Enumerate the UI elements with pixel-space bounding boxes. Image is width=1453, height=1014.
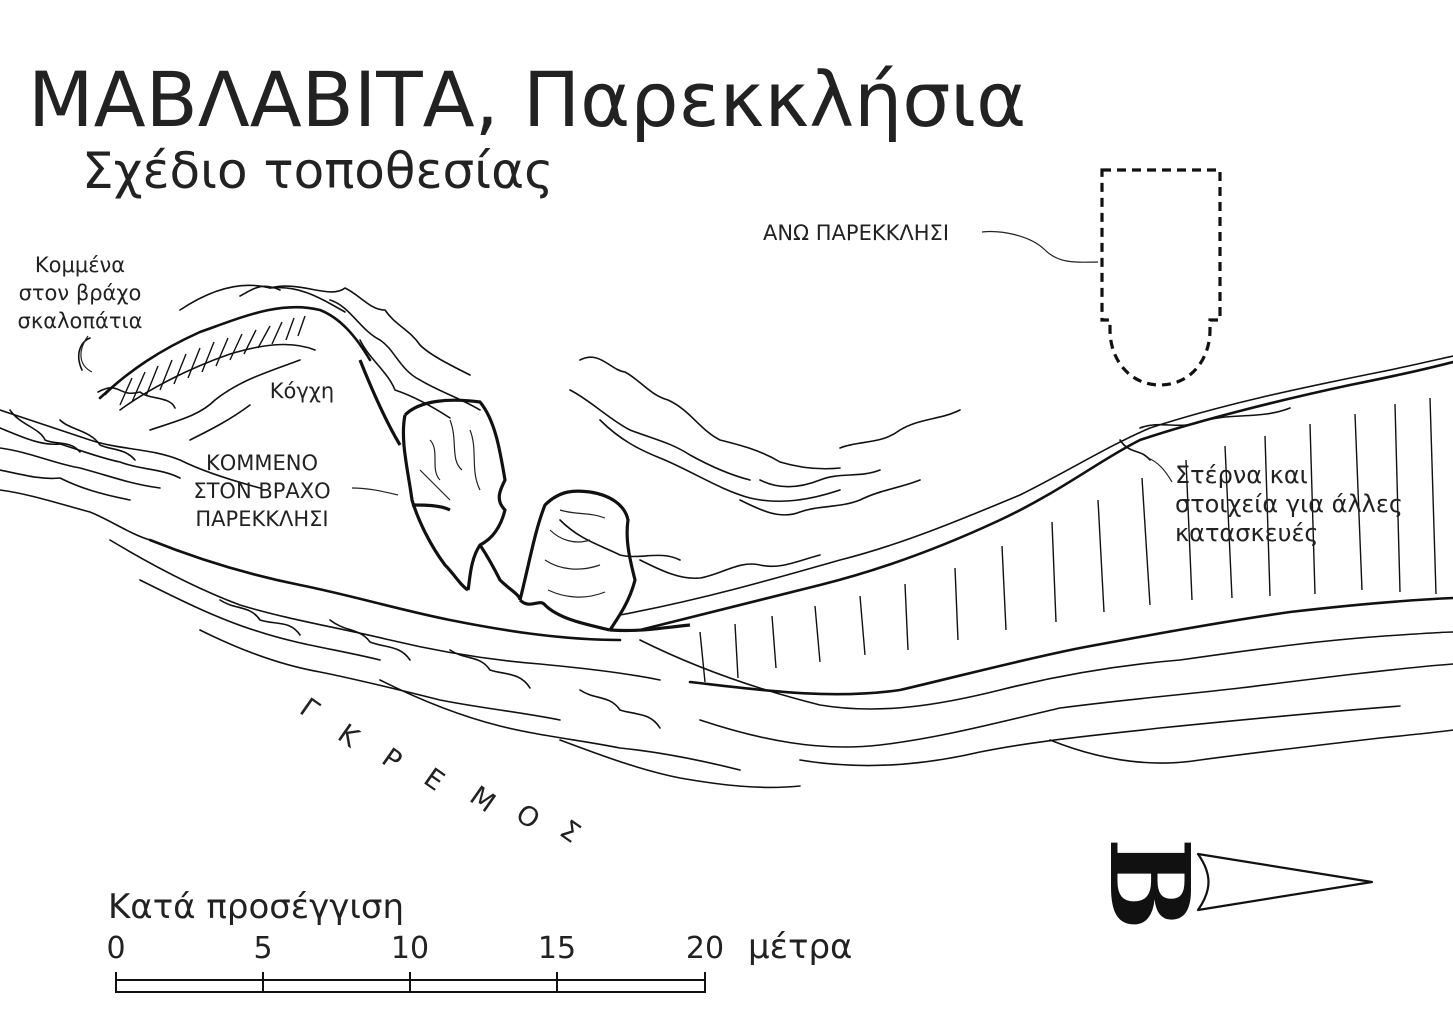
steps-label-line2: στον βράχο bbox=[19, 281, 142, 305]
upper-chapel-outline bbox=[1100, 168, 1222, 387]
north-letter: B bbox=[1085, 838, 1214, 931]
chapel-label-line3: ΠΑΡΕΚΚΛΗΣΙ bbox=[195, 507, 328, 531]
steps-label-line3: σκαλοπάτια bbox=[18, 309, 143, 333]
rock-outline-center bbox=[559, 356, 961, 580]
cliff-letter: Ρ bbox=[376, 742, 407, 777]
scale-tick-label: 20 bbox=[686, 931, 724, 966]
scale-tick-label: 5 bbox=[253, 931, 272, 966]
scale-bar-line bbox=[115, 972, 706, 993]
chapel-label-line2: ΣΤΟΝ ΒΡΑΧΟ bbox=[193, 479, 330, 503]
scale-tick-label: 0 bbox=[106, 931, 125, 966]
cistern-label-line3: κατασκευές bbox=[1175, 519, 1319, 547]
leader-lines bbox=[80, 230, 1173, 496]
label-cistern: Στέρνα και στοιχεία για άλλες κατασκευές bbox=[1175, 461, 1403, 547]
ridge-hatch bbox=[699, 397, 1437, 683]
scale-tick-label: 15 bbox=[538, 931, 576, 966]
rock-outline-south bbox=[109, 538, 801, 789]
cliff-letter: Σ bbox=[554, 814, 586, 849]
upper-chapel-label: ΑΝΩ ΠΑΡΕΚΚΛΗΣΙ bbox=[763, 221, 949, 245]
north-arrow: B bbox=[1085, 838, 1374, 931]
steps-label-line1: Κομμένα bbox=[35, 253, 125, 277]
rock-outline-east bbox=[619, 355, 1453, 767]
page-title: ΜΑΒΛΑΒΙΤΑ, Παρεκκλήσια bbox=[28, 55, 1026, 144]
cliff-letter: Μ bbox=[464, 780, 501, 819]
scale-tick-label: 10 bbox=[391, 931, 429, 966]
cliff-letter: Ο bbox=[510, 798, 545, 836]
rock-cut-steps bbox=[104, 315, 306, 406]
cistern-label-line2: στοιχεία για άλλες bbox=[1175, 490, 1403, 518]
cistern-label-line1: Στέρνα και bbox=[1175, 461, 1308, 489]
north-arrow-icon bbox=[1196, 852, 1374, 912]
cliff-letter: Γ bbox=[294, 692, 324, 726]
cliff-letter: Ε bbox=[418, 762, 450, 797]
scale-unit: μέτρα bbox=[748, 927, 852, 967]
scale-bar: Κατά προσέγγιση 0 5 10 15 20 μέτρα bbox=[106, 887, 852, 993]
label-rock-cut-chapel: ΚΟΜΜΕΝΟ ΣΤΟΝ ΒΡΑΧΟ ΠΑΡΕΚΚΛΗΣΙ bbox=[193, 451, 330, 531]
label-rock-cut-steps: Κομμένα στον βράχο σκαλοπάτια bbox=[18, 253, 143, 333]
rock-cut-chapel bbox=[358, 359, 691, 633]
niche-label: Κόγχη bbox=[270, 379, 335, 403]
cliff-letter: Κ bbox=[332, 718, 365, 754]
scale-title: Κατά προσέγγιση bbox=[108, 887, 404, 927]
chapel-label-line1: ΚΟΜΜΕΝΟ bbox=[206, 451, 318, 475]
rock-outline-west bbox=[0, 409, 261, 541]
page-subtitle: Σχέδιο τοποθεσίας bbox=[82, 142, 553, 200]
